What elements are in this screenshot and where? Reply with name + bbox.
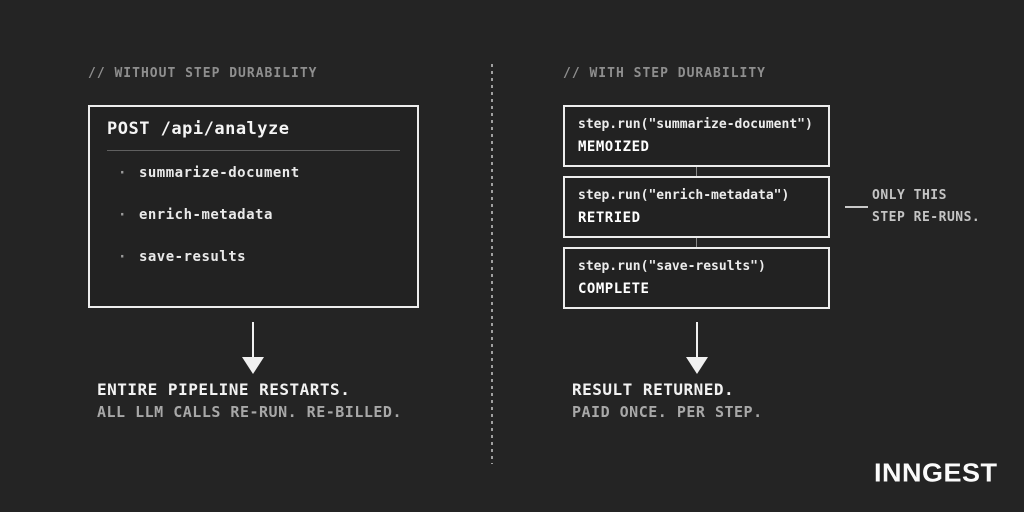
title-divider-line — [107, 150, 400, 151]
step-box-summarize: step.run("summarize-document") MEMOIZED — [563, 105, 830, 167]
pipeline-step-label: save-results — [138, 249, 247, 265]
step-code: step.run("summarize-document") — [578, 117, 813, 132]
annotation-connector-line — [845, 206, 868, 208]
step-status-badge: MEMOIZED — [578, 139, 650, 155]
left-result-headline: ENTIRE PIPELINE RESTARTS. — [97, 380, 351, 399]
pipeline-step-item: · save-results — [118, 249, 246, 265]
step-code: step.run("enrich-metadata") — [578, 188, 790, 203]
pipeline-step-item: · summarize-document — [118, 165, 300, 181]
step-status-badge: RETRIED — [578, 210, 641, 226]
left-result-subline: ALL LLM CALLS RE-RUN. RE-BILLED. — [97, 403, 402, 421]
step-code: step.run("save-results") — [578, 259, 766, 274]
down-arrow-icon — [686, 357, 708, 374]
bullet-icon: · — [118, 165, 127, 181]
pipeline-step-label: enrich-metadata — [138, 207, 273, 223]
step-connector-line — [696, 167, 697, 176]
api-endpoint-box: POST /api/analyze · summarize-document · e… — [88, 105, 419, 308]
pipeline-step-label: summarize-document — [138, 165, 300, 181]
right-result-subline: PAID ONCE. PER STEP. — [572, 403, 763, 421]
down-arrow-icon — [696, 322, 698, 357]
annotation-line: ONLY THIS — [872, 188, 947, 203]
only-this-step-annotation: ONLY THIS STEP RE-RUNS. — [872, 185, 980, 229]
inngest-logo: INNGEST — [874, 458, 998, 488]
step-box-save: step.run("save-results") COMPLETE — [563, 247, 830, 309]
step-status-badge: COMPLETE — [578, 281, 650, 297]
step-box-enrich: step.run("enrich-metadata") RETRIED — [563, 176, 830, 238]
bullet-icon: · — [118, 207, 127, 223]
bullet-icon: · — [118, 249, 127, 265]
step-connector-line — [696, 238, 697, 247]
pipeline-step-item: · enrich-metadata — [118, 207, 273, 223]
annotation-line: STEP RE-RUNS. — [872, 210, 981, 225]
endpoint-title: POST /api/analyze — [107, 119, 290, 139]
with-durability-header: // WITH STEP DURABILITY — [563, 66, 767, 81]
dotted-divider — [491, 64, 493, 464]
down-arrow-icon — [252, 322, 254, 357]
right-result-headline: RESULT RETURNED. — [572, 380, 735, 399]
without-durability-header: // WITHOUT STEP DURABILITY — [88, 66, 318, 81]
down-arrow-icon — [242, 357, 264, 374]
